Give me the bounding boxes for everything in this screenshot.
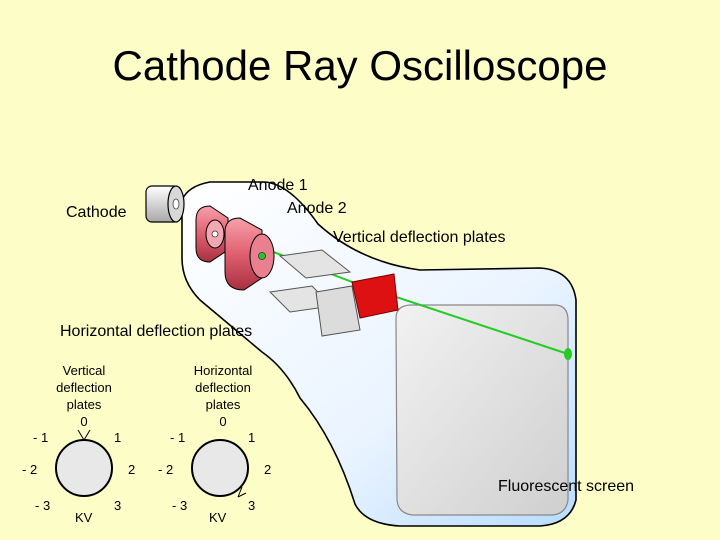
dial-1-neg2: - 2 — [22, 462, 38, 477]
dial-1-neg3: - 3 — [35, 498, 51, 513]
dial-2-pos3: 3 — [248, 498, 256, 513]
dial-1-pos1: 1 — [114, 430, 122, 445]
label-anode-2: Anode 2 — [287, 200, 347, 217]
dial-2-pos2: 2 — [264, 462, 272, 477]
dial-2-zero: 0 — [219, 414, 227, 429]
dial-2-pos1: 1 — [248, 430, 256, 445]
dial-1-title-line: deflection — [56, 380, 112, 395]
label-cathode: Cathode — [66, 204, 127, 221]
label-vertical-plates: Vertical deflection plates — [333, 229, 506, 246]
dial-2-neg1: - 1 — [170, 430, 186, 445]
dial-1-title-line: Vertical — [62, 363, 106, 378]
horizontal-deflection-plates — [315, 273, 399, 337]
beam-spot — [564, 348, 572, 360]
dial-1-title: Vertical deflection plates 0 — [44, 362, 124, 430]
label-fluorescent-screen: Fluorescent screen — [498, 478, 635, 495]
dial-2-unit: KV — [209, 510, 227, 525]
label-horizontal-plates: Horizontal deflection plates — [60, 323, 253, 340]
dial-1-unit: KV — [75, 510, 93, 525]
dial-1-pos2: 2 — [128, 462, 136, 477]
fluorescent-screen — [395, 304, 569, 516]
cathode-cap — [145, 185, 185, 223]
page-title: Cathode Ray Oscilloscope — [112, 42, 608, 89]
dial-2-title: Horizontal deflection plates 0 — [183, 362, 263, 430]
dial-1-pos3: 3 — [114, 498, 122, 513]
dial-1-title-line: plates — [66, 397, 102, 412]
dial-2-neg2: - 2 — [158, 462, 174, 477]
anode-1 — [195, 205, 229, 263]
dial-2-title-line: plates — [205, 397, 241, 412]
label-anode-1: Anode 1 — [248, 177, 308, 194]
dial-1-neg1: - 1 — [33, 430, 49, 445]
dial-vertical — [55, 429, 113, 497]
anode-2 — [224, 217, 275, 291]
dial-2-title-line: Horizontal — [193, 363, 253, 378]
dial-1-zero: 0 — [80, 414, 88, 429]
dial-2-title-line: deflection — [195, 380, 251, 395]
dial-2-neg3: - 3 — [172, 498, 188, 513]
dial-horizontal — [191, 439, 249, 498]
